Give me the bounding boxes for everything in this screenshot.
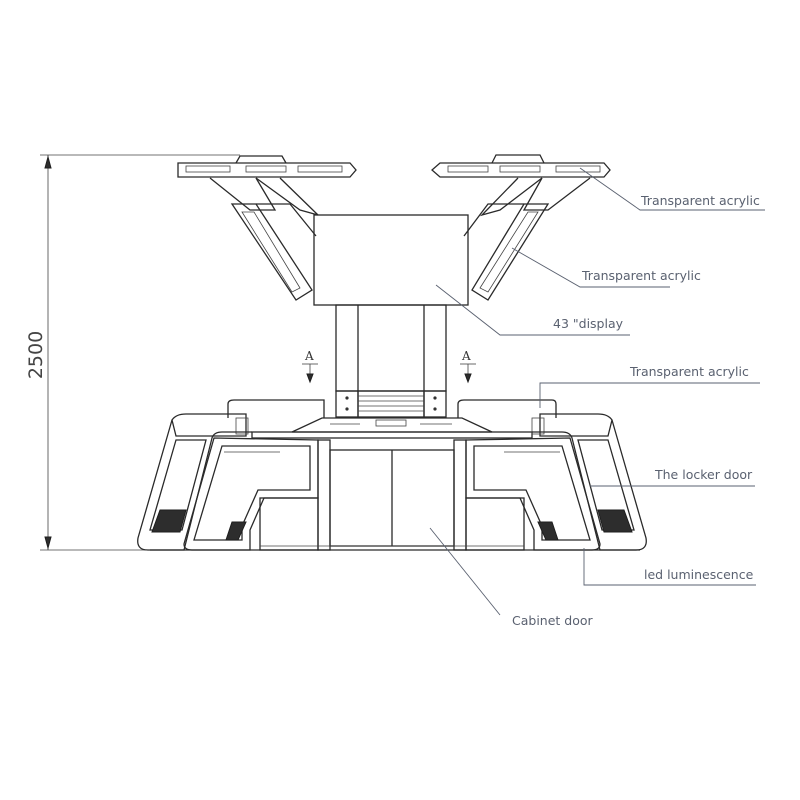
height-dimension: 2500 (25, 154, 240, 551)
section-marker-left: A (302, 349, 318, 384)
right-overhead-light-arm (431, 154, 611, 301)
svg-text:A: A (461, 349, 471, 363)
height-dimension-label: 2500 (25, 331, 47, 379)
leader-lines (429, 167, 765, 616)
display-assembly (313, 214, 469, 418)
desk-top (171, 399, 613, 439)
section-marker-right: A (460, 349, 476, 384)
svg-text:A: A (304, 349, 314, 363)
callout-transparent-acrylic-desk: Transparent acrylic (629, 364, 749, 379)
left-locker-wing (137, 419, 319, 551)
center-cabinet (150, 439, 640, 551)
callout-led-luminescence: led luminescence (644, 567, 754, 582)
left-overhead-light-arm (177, 155, 357, 301)
right-locker-wing (465, 419, 647, 551)
callout-43-display: 43 "display (553, 316, 624, 331)
callout-locker-door: The locker door (654, 467, 753, 482)
callout-transparent-acrylic-top: Transparent acrylic (640, 193, 760, 208)
callout-transparent-acrylic-arm: Transparent acrylic (581, 268, 701, 283)
callout-cabinet-door: Cabinet door (512, 613, 594, 628)
